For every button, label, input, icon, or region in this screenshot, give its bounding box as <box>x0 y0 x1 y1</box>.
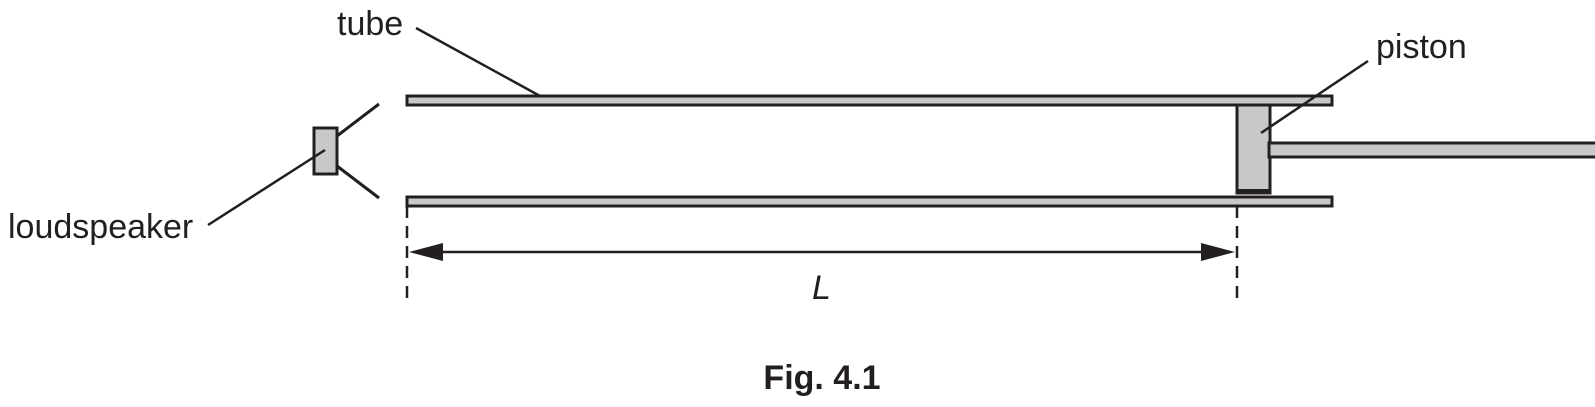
loudspeaker-label: loudspeaker <box>8 208 193 246</box>
right-arrowhead <box>1201 243 1235 261</box>
figure-caption: Fig. 4.1 <box>763 359 880 397</box>
tube-top-wall <box>405 94 1334 107</box>
left-arrowhead <box>409 243 443 261</box>
loudspeaker-leader-line <box>207 148 326 227</box>
piston-label: piston <box>1376 28 1467 66</box>
piston-leader-line <box>1260 59 1369 135</box>
tube-label: tube <box>337 5 403 43</box>
length-label: L <box>812 269 831 307</box>
piston-rod <box>1267 141 1595 159</box>
piston-head-edge <box>1237 189 1270 194</box>
loudspeaker-cone-upper <box>336 102 380 138</box>
loudspeaker-cone-lower <box>336 164 380 200</box>
tube-bottom-wall <box>405 195 1334 208</box>
tube-leader-line <box>415 26 541 98</box>
piston-head <box>1235 103 1272 195</box>
